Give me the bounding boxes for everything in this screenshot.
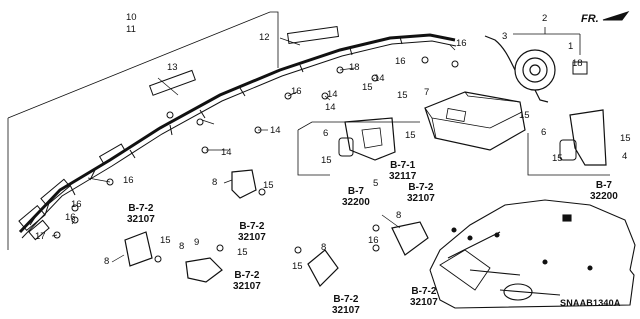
callout-16-c: 16 xyxy=(291,86,302,97)
callout-14-d: 14 xyxy=(270,125,281,136)
center-sensor-icon xyxy=(185,257,223,283)
forward-arrow-icon xyxy=(602,11,630,21)
callout-5: 5 xyxy=(373,178,379,189)
callout-15-f: 15 xyxy=(620,133,631,144)
callout-8-a: 8 xyxy=(212,177,218,188)
door-sensor-icon xyxy=(391,221,429,256)
ref-part: 32107 xyxy=(127,214,155,225)
ref-group: B-7-2 xyxy=(234,270,260,281)
callout-14-a: 14 xyxy=(374,73,385,84)
callout-18-a: 18 xyxy=(349,62,360,73)
callout-14-e: 14 xyxy=(221,147,232,158)
callout-8-b: 8 xyxy=(104,256,110,267)
callout-10: 10 xyxy=(126,12,137,23)
front-sensor-right-icon xyxy=(307,249,339,287)
callout-16-f: 16 xyxy=(65,212,76,223)
ref-group: B-7-1 xyxy=(390,160,416,171)
callout-16-d: 16 xyxy=(123,175,134,186)
callout-12: 12 xyxy=(259,32,270,43)
ref-group: B-7-2 xyxy=(411,286,437,297)
callout-7: 7 xyxy=(424,87,430,98)
callout-16-g: 17 xyxy=(35,231,46,242)
callout-15-j: 15 xyxy=(237,247,248,258)
curtain-airbag-icon xyxy=(18,33,456,234)
ref-part: 32107 xyxy=(238,232,266,243)
cable-reel-icon xyxy=(484,35,556,103)
vehicle-silhouette-icon xyxy=(429,199,636,309)
ref-part: 32107 xyxy=(410,297,438,308)
ref-group: B-7-2 xyxy=(408,182,434,193)
callout-15-d: 15 xyxy=(405,130,416,141)
callout-2: 2 xyxy=(542,13,548,24)
front-sensor-left-icon xyxy=(124,231,153,267)
callout-11: 11 xyxy=(126,24,136,35)
callout-8-d: 8 xyxy=(321,242,327,253)
orientation-label: FR. xyxy=(581,13,599,25)
ref-group: B-7-2 xyxy=(239,221,265,232)
connector-17-icon xyxy=(572,61,588,75)
callout-4: 4 xyxy=(622,151,628,162)
callout-14-c: 14 xyxy=(325,102,336,113)
ref-part: 32117 xyxy=(389,171,417,182)
callout-9: 9 xyxy=(194,237,200,248)
curtain-group-outline xyxy=(7,11,279,119)
callout-6-right: 6 xyxy=(541,127,547,138)
ref-group: B-7 xyxy=(595,180,612,191)
srs-group-outline xyxy=(297,130,330,176)
callout-15-g: 15 xyxy=(552,153,563,164)
ref-part: 32200 xyxy=(342,197,370,208)
callout-15-h: 15 xyxy=(263,180,274,191)
ref-part: 32107 xyxy=(407,193,435,204)
callout-15-k: 15 xyxy=(292,261,303,272)
callout-3: 3 xyxy=(502,31,508,42)
impact-sensor-icon xyxy=(231,169,257,199)
callout-15-a: 15 xyxy=(362,82,373,93)
ref-group: B-7 xyxy=(347,186,364,197)
callout-16-b: 16 xyxy=(395,56,406,67)
sensor-bracket-icon xyxy=(344,117,396,161)
ref-group: B-7-2 xyxy=(128,203,154,214)
callout-15-e: 15 xyxy=(519,110,530,121)
callout-1: 1 xyxy=(568,41,574,52)
side-sensor-bracket-icon xyxy=(569,109,607,166)
ref-part: 32107 xyxy=(332,305,360,316)
diagram-code: SNAAB1340A xyxy=(560,298,621,308)
ref-group: B-7-2 xyxy=(333,294,359,305)
callout-13: 13 xyxy=(167,62,178,73)
callout-14-b: 14 xyxy=(327,89,338,100)
ref-part: 32107 xyxy=(233,281,261,292)
callout-16-e: 16 xyxy=(71,199,82,210)
callout-16-a: 16 xyxy=(456,38,467,49)
side-sensor-group-outline xyxy=(527,133,610,176)
callout-15-l: 16 xyxy=(368,235,379,246)
curtain-bracket-icon xyxy=(286,26,340,44)
callout-8-c: 8 xyxy=(396,210,402,221)
callout-15-i: 15 xyxy=(160,235,171,246)
ref-part: 32200 xyxy=(590,191,618,202)
callout-15-c: 15 xyxy=(321,155,332,166)
callout-6-left: 6 xyxy=(323,128,329,139)
callout-17: 18 xyxy=(572,58,583,69)
callout-15-b: 15 xyxy=(397,90,408,101)
callout-8-e: 8 xyxy=(179,241,185,252)
